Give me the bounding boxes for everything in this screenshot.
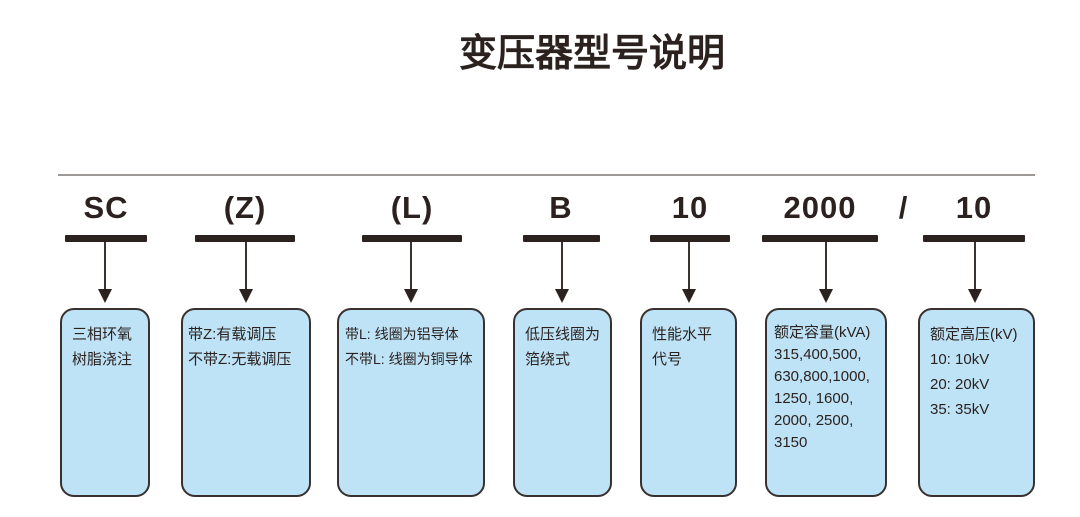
- box-text-line: 额定容量(kVA): [774, 324, 871, 341]
- arrow-line: [688, 242, 690, 291]
- box-text-line: 3150: [774, 434, 808, 451]
- box-text-line: 低压线圈为: [525, 326, 601, 343]
- box-text-line: 代号: [652, 351, 683, 368]
- code-label: 10: [671, 190, 709, 225]
- box-text-line: 树脂浇注: [72, 351, 133, 368]
- arrow-head-icon: [819, 289, 833, 303]
- box-text-line: 不带Z:无载调压: [188, 351, 292, 368]
- underline-bar: [523, 235, 600, 242]
- underline-bar: [923, 235, 1025, 242]
- box-text-line: 1250, 1600,: [774, 390, 854, 407]
- box-text-line: 20: 20kV: [930, 376, 990, 393]
- underline-bar: [650, 235, 730, 242]
- box-text-line: 315,400,500,: [774, 346, 862, 363]
- code-label: (L): [390, 190, 434, 225]
- arrow-head-icon: [404, 289, 418, 303]
- arrow-line: [104, 242, 106, 291]
- description-box: 性能水平 代号: [640, 308, 737, 497]
- underline-bar: [65, 235, 147, 242]
- box-text-line: 2000, 2500,: [774, 412, 854, 429]
- arrow-line: [561, 242, 563, 291]
- arrow-line: [825, 242, 827, 291]
- arrow-line: [245, 242, 247, 291]
- underline-bar: [762, 235, 878, 242]
- arrow-head-icon: [98, 289, 112, 303]
- description-box: 额定容量(kVA) 315,400,500, 630,800,1000, 125…: [765, 308, 887, 497]
- arrow-line: [410, 242, 412, 291]
- arrow-line: [974, 242, 976, 291]
- description-box: 低压线圈为 箔绕式: [513, 308, 612, 497]
- box-text-line: 不带L: 线圈为铜导体: [345, 351, 473, 367]
- arrow-head-icon: [968, 289, 982, 303]
- description-box: 额定高压(kV) 10: 10kV 20: 20kV 35: 35kV: [918, 308, 1035, 497]
- code-label: 2000: [783, 190, 857, 225]
- code-label: 10: [955, 190, 993, 225]
- box-text-line: 35: 35kV: [930, 401, 990, 418]
- description-box: 三相环氧 树脂浇注: [60, 308, 150, 497]
- page-title: 变压器型号说明: [459, 33, 726, 75]
- code-label: SC: [83, 190, 129, 225]
- box-text-line: 10: 10kV: [930, 351, 990, 368]
- description-box: 带L: 线圈为铝导体 不带L: 线圈为铜导体: [337, 308, 485, 497]
- description-box: 带Z:有载调压 不带Z:无载调压: [181, 308, 311, 497]
- arrow-head-icon: [682, 289, 696, 303]
- box-text-line: 630,800,1000,: [774, 368, 870, 385]
- box-text-line: 三相环氧: [72, 326, 133, 343]
- arrow-head-icon: [239, 289, 253, 303]
- underline-bar: [362, 235, 462, 242]
- horizontal-rule: [58, 174, 1035, 176]
- box-text-line: 带Z:有载调压: [188, 326, 277, 343]
- box-text-line: 性能水平: [652, 326, 713, 343]
- arrow-head-icon: [555, 289, 569, 303]
- box-text-line: 带L: 线圈为铝导体: [345, 326, 459, 342]
- code-label: B: [549, 190, 573, 225]
- code-separator-slash: /: [898, 190, 908, 225]
- box-text-line: 额定高压(kV): [930, 326, 1018, 343]
- box-text-line: 箔绕式: [525, 351, 571, 368]
- code-label: (Z): [223, 190, 267, 225]
- underline-bar: [195, 235, 295, 242]
